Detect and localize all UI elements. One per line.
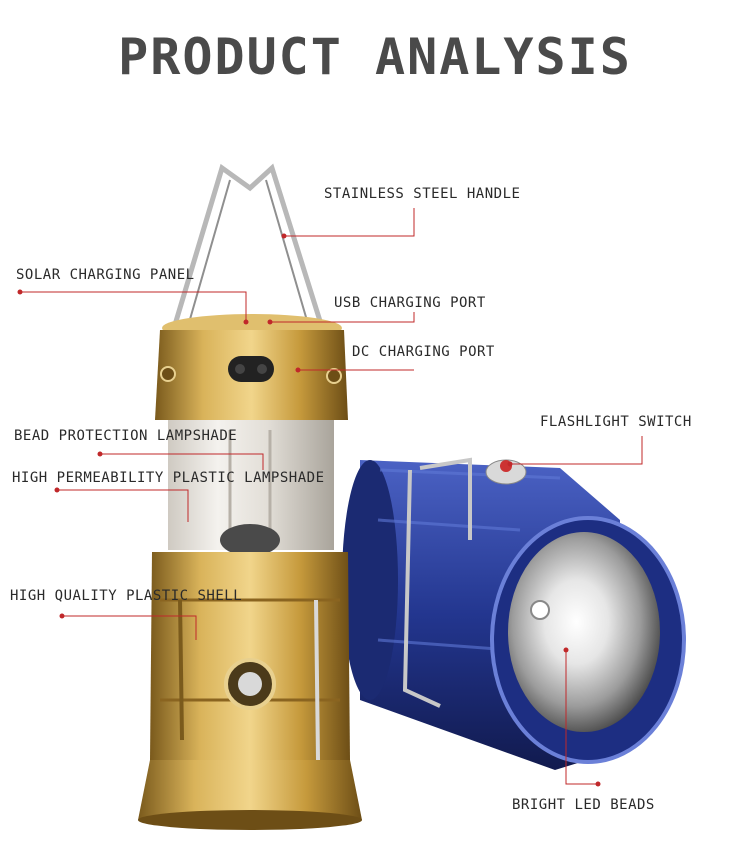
label-flashlight-switch: FLASHLIGHT SWITCH [540, 414, 692, 430]
callout-dot-flashlight [507, 461, 513, 467]
callout-dot-led [563, 647, 569, 653]
callout-dot-bead-shade [97, 451, 103, 457]
label-solar-charging-panel: SOLAR CHARGING PANEL [16, 267, 195, 283]
callout-dot-usb [267, 319, 273, 325]
callout-dot-solar [243, 319, 249, 325]
label-stainless-steel-handle: STAINLESS STEEL HANDLE [324, 186, 521, 202]
page-title: PRODUCT ANALYSIS [118, 28, 632, 86]
label-high-quality-plastic-shell: HIGH QUALITY PLASTIC SHELL [10, 588, 243, 604]
label-bright-led-beads: BRIGHT LED BEADS [512, 797, 655, 813]
callout-dot-led-end [595, 781, 601, 787]
label-dc-charging-port: DC CHARGING PORT [352, 344, 495, 360]
callout-line-handle [284, 208, 415, 237]
callout-line-plastic-shade [57, 489, 189, 522]
callout-dot-dc [295, 367, 301, 373]
callout-dot-solar-end [17, 289, 23, 295]
callout-dots [17, 233, 601, 787]
callout-line-flashlight [510, 436, 643, 465]
label-usb-charging-port: USB CHARGING PORT [334, 295, 486, 311]
label-high-permeability-plastic-lampshade: HIGH PERMEABILITY PLASTIC LAMPSHADE [12, 470, 325, 486]
callout-line-bead-shade [100, 453, 264, 470]
callout-line-led [565, 650, 598, 785]
callout-dot-handle [281, 233, 287, 239]
callout-dot-shell [59, 613, 65, 619]
label-bead-protection-lampshade: BEAD PROTECTION LAMPSHADE [14, 428, 238, 444]
callout-line-shell [62, 615, 197, 640]
callout-dot-plastic-shade [54, 487, 60, 493]
blue-lantern [342, 457, 686, 770]
callout-lines [20, 208, 643, 785]
callout-line-solar [20, 291, 247, 322]
callout-line-usb [270, 312, 415, 323]
